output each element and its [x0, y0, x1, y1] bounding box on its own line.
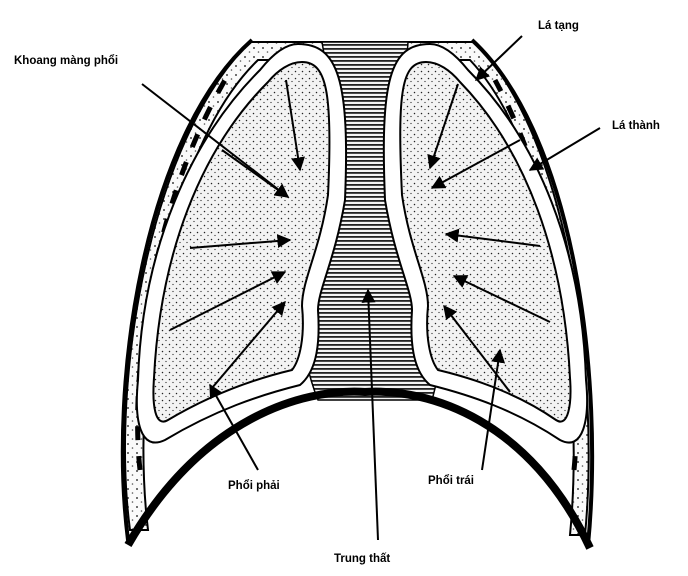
label-visceral-pleura: Lá tạng: [538, 20, 579, 32]
label-parietal-pleura: Lá thành: [612, 120, 660, 132]
label-right-lung: Phổi phải: [228, 480, 280, 492]
label-left-lung: Phổi trái: [428, 475, 474, 487]
label-pleural-cavity: Khoang màng phổi: [14, 55, 118, 67]
label-mediastinum: Trung thất: [334, 553, 390, 565]
